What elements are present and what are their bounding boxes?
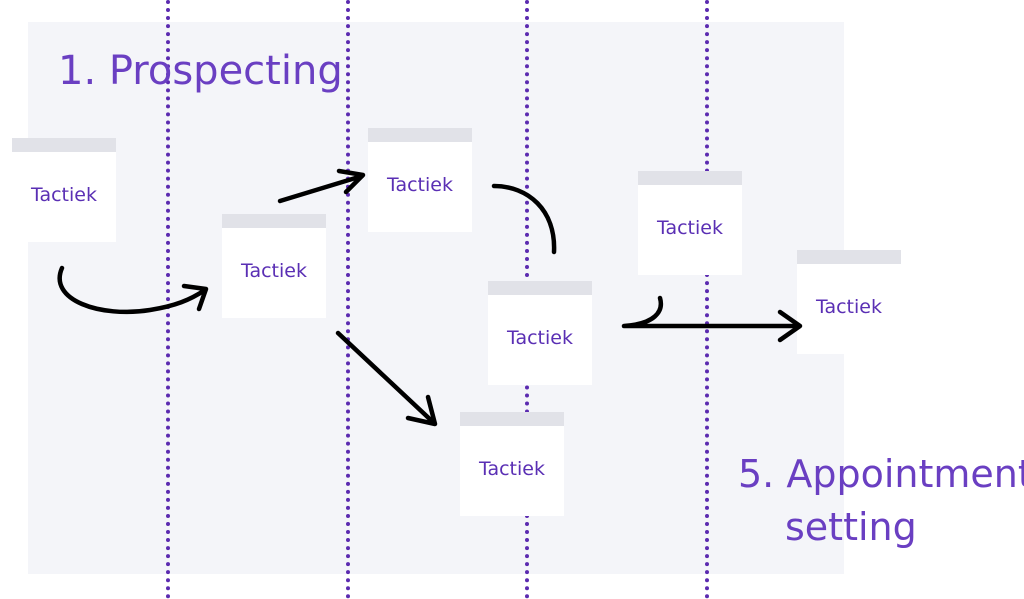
- card-header-bar: [368, 128, 472, 142]
- tactic-card[interactable]: Tactiek: [638, 171, 742, 275]
- tactic-card-label: Tactiek: [387, 174, 453, 196]
- stage-title-setting: setting: [785, 505, 917, 549]
- card-header-bar: [797, 250, 901, 264]
- card-header-bar: [12, 138, 116, 152]
- tactic-card[interactable]: Tactiek: [12, 138, 116, 242]
- tactic-card[interactable]: Tactiek: [460, 412, 564, 516]
- arrow-card2-to-card5: [335, 330, 438, 427]
- stage-divider: [705, 0, 709, 599]
- stage-divider: [346, 0, 350, 599]
- tactic-card-label: Tactiek: [31, 184, 97, 206]
- card-header-bar: [222, 214, 326, 228]
- card-header-bar: [488, 281, 592, 295]
- tactic-card-label: Tactiek: [241, 260, 307, 282]
- tactic-card[interactable]: Tactiek: [797, 250, 901, 354]
- curve-card3-to-card4: [491, 183, 557, 255]
- tactic-card-label: Tactiek: [507, 327, 573, 349]
- card-header-bar: [638, 171, 742, 185]
- arrow-card2-to-card3: [277, 168, 366, 204]
- tactic-card[interactable]: Tactiek: [488, 281, 592, 385]
- tactic-card-label: Tactiek: [816, 296, 882, 318]
- tactic-card[interactable]: Tactiek: [368, 128, 472, 232]
- card-header-bar: [460, 412, 564, 426]
- stage-divider: [166, 0, 170, 599]
- tactic-card-label: Tactiek: [657, 217, 723, 239]
- stage-title-appointment: 5. Appointment: [738, 452, 1024, 496]
- arrow-card1-to-card2: [57, 265, 209, 315]
- tactic-card-label: Tactiek: [479, 458, 545, 480]
- arrow-card4-to-card7: [621, 295, 803, 343]
- stage-title-prospecting: 1. Prospecting: [58, 48, 343, 94]
- tactic-card[interactable]: Tactiek: [222, 214, 326, 318]
